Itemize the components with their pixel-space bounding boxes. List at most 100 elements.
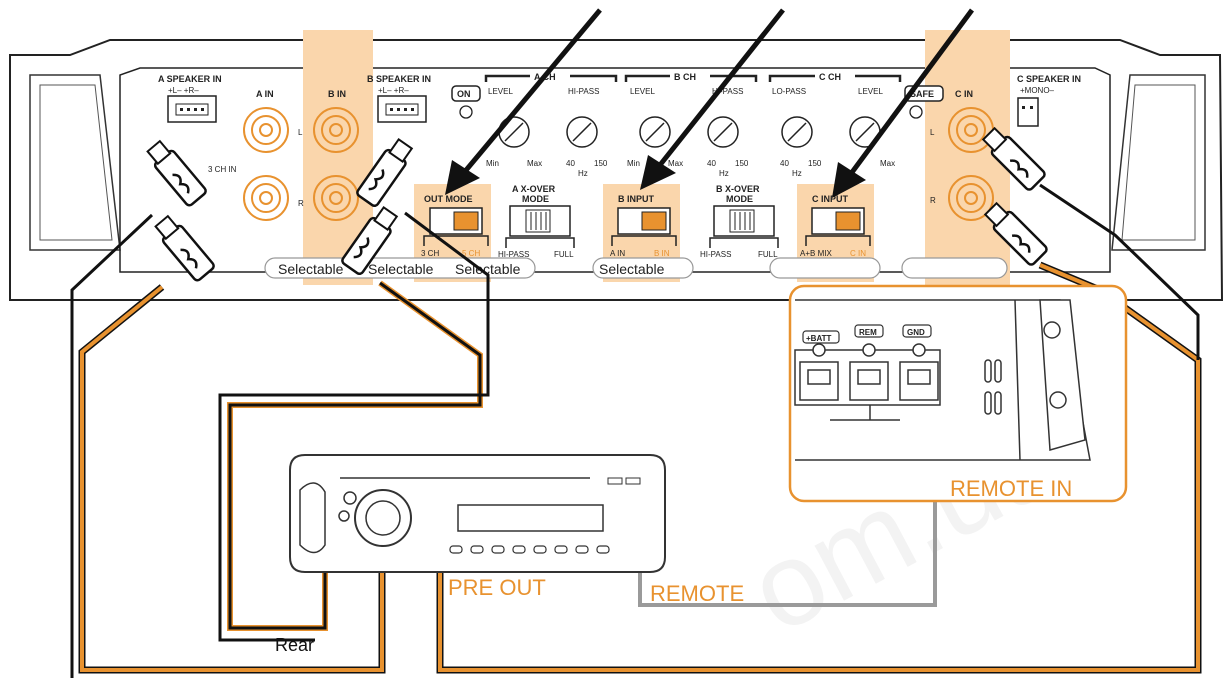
- b-hp-hz: Hz: [719, 169, 729, 178]
- a-in-jack-r: [243, 175, 289, 221]
- b-input-ain: A IN: [610, 249, 625, 258]
- c-level-knob[interactable]: [849, 116, 881, 148]
- arrow-b-input: [640, 8, 785, 190]
- safe-led: [909, 105, 923, 119]
- c-in-r-label: R: [930, 196, 936, 205]
- b-hp-40: 40: [707, 159, 716, 168]
- c-input-cin: C IN: [850, 249, 866, 258]
- selectable-pill-3: [769, 257, 881, 279]
- a-in-label: A IN: [256, 89, 274, 99]
- b-in-jack-l: [313, 107, 359, 153]
- remote-in-label: REMOTE IN: [950, 476, 1072, 501]
- head-unit: [289, 454, 666, 573]
- a-xover-label: A X-OVER: [512, 184, 556, 194]
- c-level-max: Max: [880, 159, 895, 168]
- remote-label: REMOTE: [650, 581, 744, 606]
- b-speaker-connector: [377, 95, 427, 123]
- b-level-max: Max: [668, 159, 683, 168]
- c-in-jack-r: [948, 175, 994, 221]
- a-level-max: Max: [527, 159, 542, 168]
- selectable-label-1: Selectable: [278, 261, 344, 277]
- out-mode-switch[interactable]: [423, 207, 489, 246]
- c-input-switch[interactable]: [805, 207, 871, 246]
- terminal-gnd-badge: [902, 324, 932, 338]
- b-hipass-label: HI-PASS: [712, 87, 743, 96]
- b-level-label: LEVEL: [630, 87, 655, 96]
- cable-b-in-black: [218, 211, 490, 642]
- c-lp-40: 40: [780, 159, 789, 168]
- b-level-min: Min: [627, 159, 640, 168]
- b-xover-full: FULL: [758, 250, 778, 259]
- a-xover-switch[interactable]: [505, 205, 575, 248]
- a-speaker-in-label: A SPEAKER IN: [158, 74, 222, 84]
- c-lp-150: 150: [808, 159, 822, 168]
- a-speaker-pins-label: +L– +R–: [168, 86, 199, 95]
- b-level-knob[interactable]: [639, 116, 671, 148]
- pre-out-label: PRE OUT: [448, 575, 546, 600]
- a-hp-40: 40: [566, 159, 575, 168]
- a-xover-full: FULL: [554, 250, 574, 259]
- selectable-pill-1: [264, 257, 536, 279]
- c-speaker-connector: [1017, 97, 1039, 127]
- a-xover-mode-label: MODE: [522, 194, 549, 204]
- b-in-jack-r: [313, 175, 359, 221]
- b-xover-switch[interactable]: [709, 205, 779, 248]
- out-mode-5ch: 5 CH: [462, 249, 480, 258]
- b-ch-label: B CH: [674, 72, 696, 82]
- cable-a-in-black: [70, 213, 154, 678]
- on-badge: [451, 85, 481, 102]
- terminal-gnd-label: GND: [907, 328, 925, 337]
- three-ch-in-label: 3 CH IN: [208, 165, 237, 174]
- c-input-label: C INPUT: [812, 194, 849, 204]
- c-lopass-label: LO-PASS: [772, 87, 806, 96]
- terminal-batt-label: +BATT: [806, 334, 832, 343]
- b-in-r-label: R: [298, 199, 304, 208]
- c-input-abmix: A+B MIX: [800, 249, 832, 258]
- b-xover-label: B X-OVER: [716, 184, 760, 194]
- b-speaker-in-label: B SPEAKER IN: [367, 74, 431, 84]
- a-speaker-connector: [167, 95, 217, 123]
- a-level-label: LEVEL: [488, 87, 513, 96]
- a-hp-hz: Hz: [578, 169, 588, 178]
- c-ch-label: C CH: [819, 72, 841, 82]
- selectable-pill-4: [901, 257, 1008, 279]
- b-xover-hipass: HI-PASS: [700, 250, 731, 259]
- b-hp-150: 150: [735, 159, 749, 168]
- terminal-rem-badge: [854, 324, 884, 338]
- a-in-jack-l: [243, 107, 289, 153]
- selectable-label-2: Selectable: [368, 261, 434, 277]
- arrow-out-mode: [445, 8, 602, 195]
- rear-label: Rear: [275, 635, 314, 655]
- rca-plug-b-l: [356, 137, 414, 208]
- safe-badge-label: SAFE: [910, 89, 934, 99]
- a-hipass-knob[interactable]: [566, 116, 598, 148]
- b-hipass-knob[interactable]: [707, 116, 739, 148]
- b-input-switch[interactable]: [611, 207, 677, 246]
- rca-plug-b-r: [341, 205, 399, 276]
- c-level-label: LEVEL: [858, 87, 883, 96]
- b-speaker-pins-label: +L– +R–: [378, 86, 409, 95]
- b-xover-mode-label: MODE: [726, 194, 753, 204]
- rca-plug-a-r: [154, 214, 215, 282]
- cable-c-in-black: [1039, 183, 1200, 360]
- b-in-l-label: L: [298, 128, 303, 137]
- selectable-label-3: Selectable: [455, 261, 521, 277]
- selectable-label-4: Selectable: [599, 261, 665, 277]
- terminal-rem-label: REM: [859, 328, 877, 337]
- rca-plug-c-l: [981, 126, 1046, 191]
- c-speaker-in-label: C SPEAKER IN: [1017, 74, 1081, 84]
- a-hipass-label: HI-PASS: [568, 87, 599, 96]
- c-in-label: C IN: [955, 89, 973, 99]
- b-input-label: B INPUT: [618, 194, 655, 204]
- terminal-batt-badge: [802, 330, 840, 344]
- c-in-l-label: L: [930, 128, 935, 137]
- a-level-min: Min: [486, 159, 499, 168]
- on-badge-label: ON: [457, 89, 471, 99]
- b-in-label: B IN: [328, 89, 346, 99]
- terminal-illustration: [794, 299, 1091, 461]
- c-speaker-pins-label: +MONO–: [1020, 86, 1055, 95]
- c-lp-hz: Hz: [792, 169, 802, 178]
- out-mode-label: OUT MODE: [424, 194, 473, 204]
- c-lopass-knob[interactable]: [781, 116, 813, 148]
